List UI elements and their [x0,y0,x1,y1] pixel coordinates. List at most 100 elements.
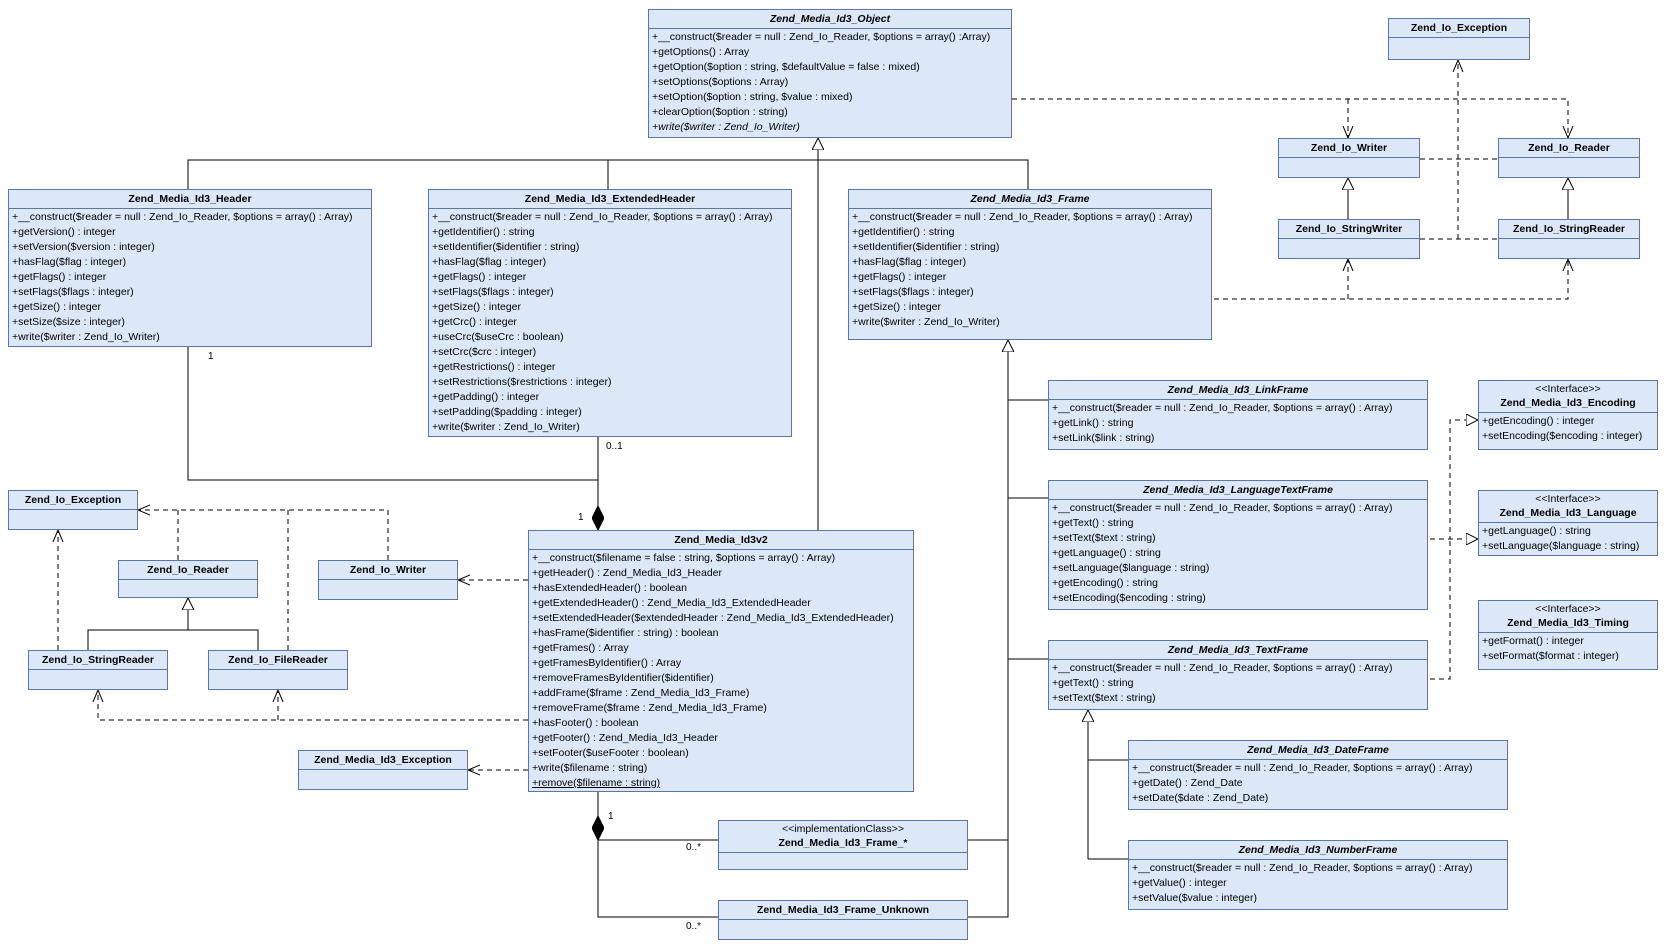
operation: +getHeader() : Zend_Media_Id3_Header [532,567,722,579]
multiplicity-label: 1 [608,811,614,822]
class-zend-io-stringreader-left[interactable]: Zend_Io_StringReader [28,650,168,690]
operation: +__construct($filename = false : string,… [532,552,836,564]
operation: +setExtendedHeader($extendedHeader : Zen… [532,612,894,624]
operation: +getFramesByIdentifier() : Array [532,657,682,669]
class-name: Zend_Media_Id3_Exception [314,754,452,766]
dependency-line [98,690,528,721]
class-zend-io-exception-top[interactable]: Zend_Io_Exception [1388,18,1530,60]
class-zend-io-reader-left[interactable]: Zend_Io_Reader [118,560,258,598]
operation: +getIdentifier() : string [852,226,955,238]
realization-line [1430,420,1478,540]
operation: +clearOption($option : string) [652,106,788,118]
operation: +setFlags($flags : integer) [12,286,134,298]
generalization-io-reader-left [87,629,259,650]
operation: +getSize() : integer [12,301,102,313]
operation: +remove($filename : string) [532,777,661,789]
operation: +setFooter($useFooter : boolean) [532,747,689,759]
operation: +__construct($reader = null : Zend_Io_Re… [1052,662,1393,674]
multiplicity-label: 0..* [686,921,702,932]
class-zend-io-stringwriter[interactable]: Zend_Io_StringWriter [1278,219,1420,259]
class-zend-media-id3-languagetextframe[interactable]: Zend_Media_Id3_LanguageTextFrame +__cons… [1048,480,1428,610]
operation: +getText() : string [1052,517,1134,529]
class-zend-media-id3-frame[interactable]: Zend_Media_Id3_Frame +__construct($reade… [848,189,1212,340]
operation: +getLanguage() : string [1482,525,1591,537]
class-name: Zend_Media_Id3_ExtendedHeader [524,193,696,205]
multiplicity-label: 1 [208,351,214,362]
multiplicity-label: 0..* [686,842,702,853]
class-zend-io-exception-left[interactable]: Zend_Io_Exception [8,490,138,530]
operation: +setText($text : string) [1052,532,1156,544]
operation: +__construct($reader = null : Zend_Io_Re… [432,211,773,223]
operation: +hasFlag($flag : integer) [852,256,967,268]
operation: +hasFooter() : boolean [532,717,639,729]
operation: +getValue() : integer [1132,877,1227,889]
class-zend-media-id3-extendedheader[interactable]: Zend_Media_Id3_ExtendedHeader +__constru… [428,189,792,437]
operation: +__construct($reader = null : Zend_Io_Re… [652,31,991,43]
operation: +getFormat() : integer [1482,635,1584,647]
operation: +getFooter() : Zend_Media_Id3_Header [532,732,718,744]
interface-zend-media-id3-timing[interactable]: <<Interface>> Zend_Media_Id3_Timing +get… [1478,600,1658,670]
operation: +setIdentifier($identifier : string) [432,241,580,253]
class-zend-media-id3-linkframe[interactable]: Zend_Media_Id3_LinkFrame +__construct($r… [1048,380,1428,450]
operation: +getText() : string [1052,677,1134,689]
class-zend-media-id3v2[interactable]: Zend_Media_Id3v2 +__construct($filename … [528,530,914,792]
operation: +getEncoding() : string [1052,577,1158,589]
operation: +getFlags() : integer [12,271,107,283]
class-zend-io-writer-top[interactable]: Zend_Io_Writer [1278,138,1420,178]
interface-zend-media-id3-language[interactable]: <<Interface>> Zend_Media_Id3_Language +g… [1478,490,1658,556]
operation: +write($writer : Zend_Io_Writer) [12,331,160,343]
class-zend-media-id3-dateframe[interactable]: Zend_Media_Id3_DateFrame +__construct($r… [1128,740,1508,810]
class-name: Zend_Media_Id3v2 [674,534,768,546]
operation: +setFlags($flags : integer) [432,286,554,298]
class-name: Zend_Io_StringReader [41,654,155,666]
class-name: Zend_Media_Id3_LanguageTextFrame [1143,484,1333,496]
class-zend-media-id3-object[interactable]: Zend_Media_Id3_Object +__construct($read… [648,9,1012,138]
class-name: Zend_Media_Id3_Frame_Unknown [756,904,930,916]
generalization-frame-line [968,340,1008,918]
class-zend-media-id3-frame-unknown[interactable]: Zend_Media_Id3_Frame_Unknown [718,900,968,940]
class-zend-io-stringreader-top[interactable]: Zend_Io_StringReader [1498,219,1640,259]
class-name: Zend_Media_Id3_Frame_* [778,837,908,849]
class-zend-io-filereader[interactable]: Zend_Io_FileReader [208,650,348,690]
multiplicity-label: 0..1 [606,441,623,452]
operation: +write($filename : string) [532,762,648,774]
operation: +getFrames() : Array [532,642,629,654]
class-name: Zend_Media_Id3_Language [1499,507,1637,519]
class-zend-media-id3-textframe[interactable]: Zend_Media_Id3_TextFrame +__construct($r… [1048,640,1428,710]
class-zend-media-id3-exception[interactable]: Zend_Media_Id3_Exception [298,750,468,790]
operation: +setDate($date : Zend_Date) [1132,792,1269,804]
class-name: Zend_Media_Id3_Timing [1507,617,1629,629]
operation: +write($writer : Zend_Io_Writer) [852,316,1000,328]
operation: +addFrame($frame : Zend_Media_Id3_Frame) [532,687,750,699]
class-name: Zend_Media_Id3_Header [128,193,252,205]
class-name: Zend_Media_Id3_NumberFrame [1238,844,1398,856]
class-name: Zend_Io_FileReader [228,654,328,666]
interface-zend-media-id3-encoding[interactable]: <<Interface>> Zend_Media_Id3_Encoding +g… [1478,380,1658,450]
class-zend-io-writer-left[interactable]: Zend_Io_Writer [318,560,458,600]
operation: +__construct($reader = null : Zend_Io_Re… [1052,502,1393,514]
operation: +removeFramesByIdentifier($identifier) [532,672,714,684]
class-zend-media-id3-header[interactable]: Zend_Media_Id3_Header +__construct($read… [8,189,372,347]
operation: +setFormat($format : integer) [1482,650,1619,662]
operation: +setText($text : string) [1052,692,1156,704]
operation: +useCrc($useCrc : boolean) [432,331,564,343]
class-name: Zend_Io_StringWriter [1295,223,1403,235]
operation: +setOptions($options : Array) [652,76,789,88]
class-name: Zend_Io_Reader [147,564,229,576]
class-name: Zend_Io_Writer [1310,142,1388,154]
class-zend-media-id3-numberframe[interactable]: Zend_Media_Id3_NumberFrame +__construct(… [1128,840,1508,910]
operation: +__construct($reader = null : Zend_Io_Re… [852,211,1193,223]
stereotype: <<Interface>> [1535,383,1601,395]
operation: +setLanguage($language : string) [1052,562,1210,574]
class-zend-io-reader-top[interactable]: Zend_Io_Reader [1498,138,1640,178]
class-zend-media-id3-frame-impl[interactable]: <<implementationClass>> Zend_Media_Id3_F… [718,820,968,870]
multiplicity-label: 1 [578,512,584,523]
operation: +getFlags() : integer [432,271,527,283]
class-name: Zend_Media_Id3_LinkFrame [1167,384,1309,396]
operation: +setRestrictions($restrictions : integer… [432,376,612,388]
operation: +getDate() : Zend_Date [1132,777,1243,789]
operation: +__construct($reader = null : Zend_Io_Re… [12,211,353,223]
operation: +hasFrame($identifier : string) : boolea… [532,627,719,639]
